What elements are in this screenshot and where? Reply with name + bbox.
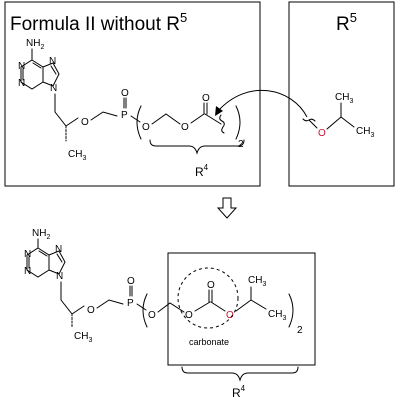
repeat-unit-bottom: O O O O CH3 CH3 2 <box>142 275 303 336</box>
n-label: N <box>18 61 25 72</box>
carbonyl-oxygen: O <box>207 280 215 291</box>
phosphorus-label: P <box>121 110 128 121</box>
r4-highlight-box <box>167 252 316 366</box>
n-label: N <box>56 271 63 282</box>
ch3-label: CH3 <box>356 126 374 139</box>
highlighted-oxygen: O <box>318 128 326 139</box>
ether-oxygen: O <box>87 305 95 316</box>
n-label: N <box>55 244 62 255</box>
n-label: N <box>50 83 57 94</box>
r5-title: R5 <box>336 10 357 35</box>
down-arrow-icon <box>216 197 238 219</box>
ester-oxygen: O <box>185 310 193 321</box>
r4-label: R4 <box>195 163 209 179</box>
multiplier: 2 <box>297 325 303 336</box>
ether-oxygen: O <box>81 117 89 128</box>
ch3-label: CH3 <box>74 331 92 344</box>
phosphorus-label: P <box>127 298 134 309</box>
attachment-wavy <box>219 114 225 134</box>
nh2-label: NH2 <box>26 38 44 51</box>
phosphoryl-oxygen: O <box>121 88 129 99</box>
highlighted-oxygen: O <box>226 310 234 321</box>
r4-brace <box>181 366 299 382</box>
ester-oxygen: O <box>148 310 156 321</box>
isopropoxy-fragment: O CH3 CH3 <box>302 92 374 139</box>
phosphoryl-oxygen: O <box>127 276 135 287</box>
ester-oxygen: O <box>181 122 189 133</box>
n-label: N <box>24 249 31 260</box>
attachment-arrow <box>217 89 308 118</box>
r5-box <box>288 1 395 187</box>
linker-bottom: CH3 O P O <box>60 276 147 344</box>
multiplier: 2 <box>238 139 244 150</box>
adenine-top: NH2 N N N N <box>18 38 60 94</box>
r4-label: R4 <box>232 384 246 400</box>
carbonate-label: carbonate <box>189 337 229 347</box>
nh2-label: NH2 <box>32 228 50 241</box>
ch3-label: CH3 <box>68 149 86 162</box>
n-label: N <box>18 78 25 89</box>
formula-box <box>4 1 261 187</box>
carbonyl-oxygen: O <box>202 93 210 104</box>
repeat-unit-top: O O O 2 R4 <box>136 93 245 179</box>
arrow-head <box>215 106 223 116</box>
n-label: N <box>24 266 31 277</box>
formula-title: Formula II without R5 <box>10 10 187 35</box>
ester-oxygen: O <box>142 122 150 133</box>
ch3-label: CH3 <box>268 309 286 322</box>
adenine-bottom: NH2 N N N N <box>24 228 66 282</box>
linker-top: CH3 O P O <box>54 88 141 162</box>
ch3-label: CH3 <box>248 275 266 288</box>
ch3-label: CH3 <box>335 92 353 105</box>
n-label: N <box>49 56 56 67</box>
carbonate-circle <box>177 267 239 329</box>
r4-brace <box>149 139 245 155</box>
